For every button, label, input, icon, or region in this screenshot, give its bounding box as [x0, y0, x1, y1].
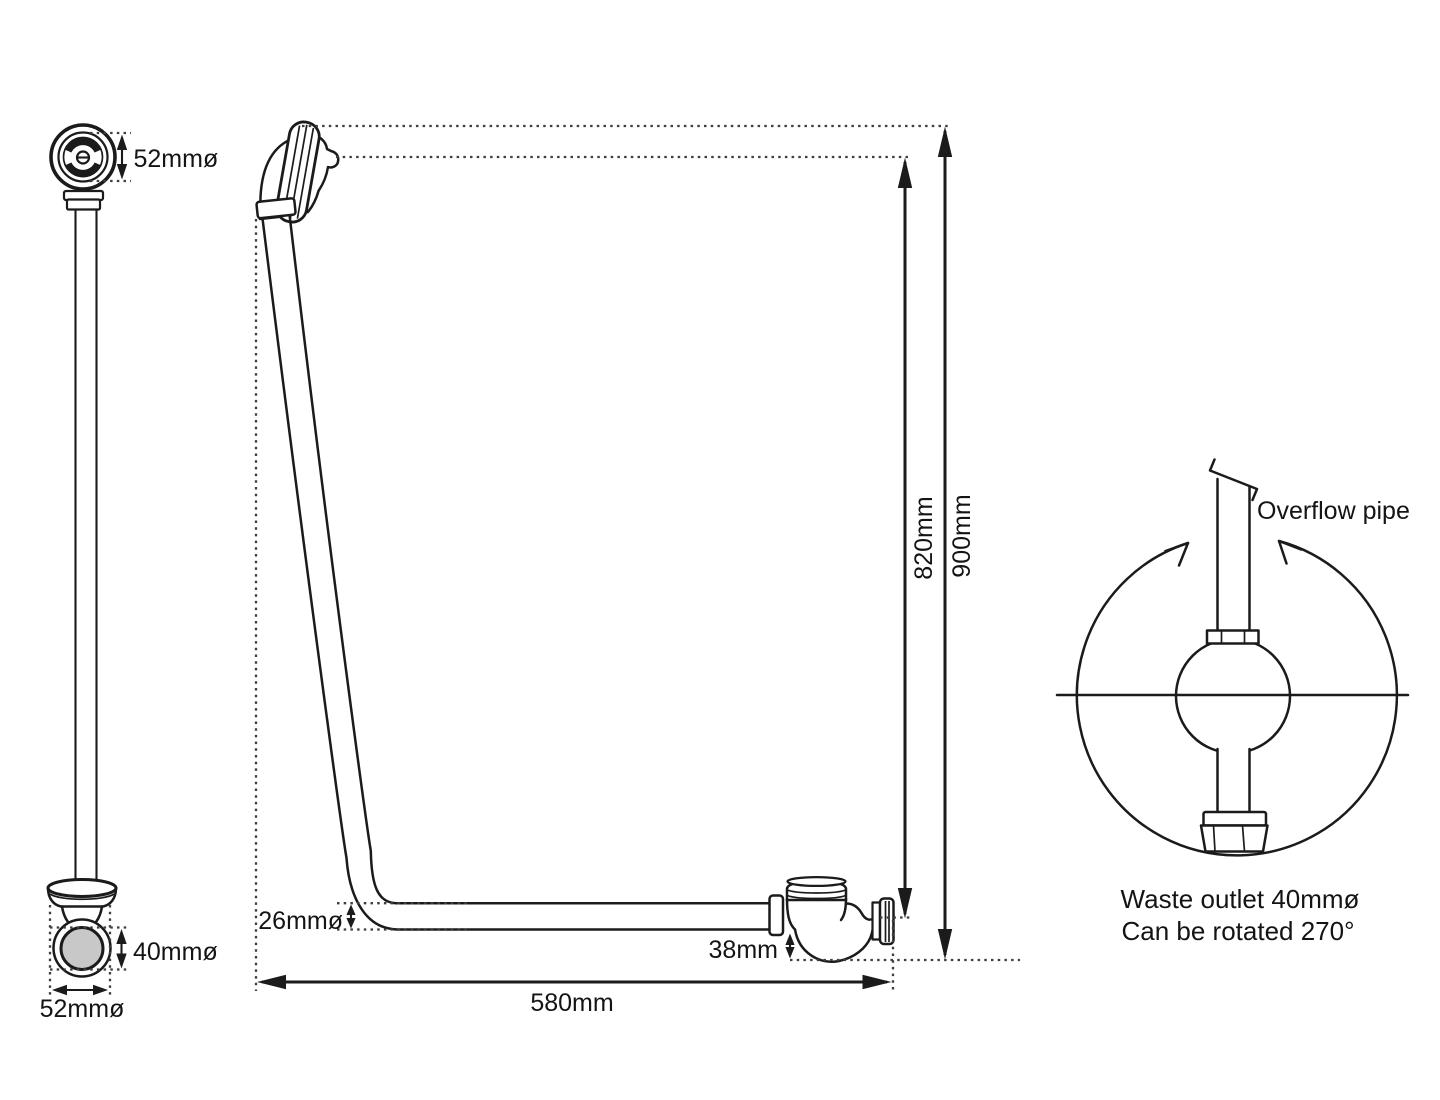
trap-collar [768, 894, 785, 937]
rotation-view: Overflow pipe Waste outlet 40mmø Can be … [1055, 458, 1410, 946]
overflow-pipe-label: Overflow pipe [1257, 497, 1410, 525]
dim-pipe-diameter: 26mmø [258, 904, 356, 935]
overflow-pipe-run [255, 197, 783, 931]
dim-trap-drop: 38mm [709, 933, 795, 964]
waste-outlet-front [46, 878, 118, 978]
dim-overall-width: 580mm [257, 974, 892, 1017]
head-diameter-label: 52mmø [134, 145, 219, 173]
rotation-caption-line1: Waste outlet 40mmø [1121, 884, 1360, 914]
head-slot-bottom [64, 162, 102, 178]
dim-head-diameter: 52mmø [90, 131, 219, 183]
rotation-arc [1075, 539, 1399, 857]
overflow-head-face [49, 123, 117, 191]
trap-bowl [793, 920, 875, 963]
dim-height-to-outlet: 820mm [897, 157, 938, 919]
outlet-diameter-label: 52mmø [40, 995, 125, 1023]
rotation-arrowhead-right [1277, 539, 1303, 565]
trap-drop-label: 38mm [709, 936, 778, 964]
overall-height-label: 900mm [948, 494, 976, 577]
front-view: 52mmø 40mmø 52mmø [40, 123, 219, 1023]
overflow-standpipe [62, 189, 105, 882]
overall-width-label: 580mm [530, 989, 613, 1017]
waste-trap [768, 875, 895, 963]
side-view: 26mmø 38mm 580mm 820mm 900mm [254, 120, 1020, 1017]
rotation-arrowhead-left [1164, 541, 1190, 567]
overflow-pipe-upper [1205, 458, 1260, 645]
pipe-base-collar [1205, 629, 1260, 645]
dim-outlet: 40mmø 52mmø [40, 905, 218, 1023]
pipe-break-mark [1208, 458, 1259, 502]
head-slot-top [64, 137, 102, 153]
pipe-diameter-label: 26mmø [258, 907, 343, 935]
height-to-outlet-label: 820mm [910, 496, 938, 579]
waste-outlet-bore [59, 926, 105, 971]
rotation-caption-line2: Can be rotated 270° [1121, 916, 1354, 946]
outlet-step [1202, 810, 1268, 827]
dim-overall-height: 900mm [937, 126, 976, 960]
reference-lines [254, 124, 1020, 991]
waste-outlet-lower [1199, 747, 1269, 853]
pipe-collar-top [255, 197, 297, 220]
trap-outlet-flange [878, 897, 895, 946]
outlet-bore-label: 40mmø [133, 938, 218, 966]
outlet-nut [1199, 824, 1269, 853]
